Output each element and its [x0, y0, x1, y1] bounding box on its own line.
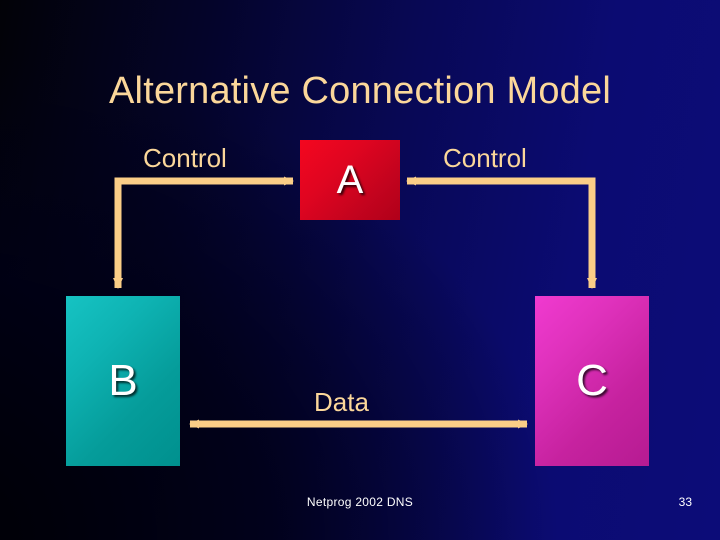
node-label-b: B: [108, 356, 138, 405]
page-title: Alternative Connection Model: [109, 70, 611, 112]
node-box-b[interactable]: B: [66, 296, 186, 472]
node-box-c[interactable]: C: [535, 296, 655, 472]
connector-label-data: Data: [314, 387, 369, 417]
connector-control-left: [113, 176, 294, 289]
node-label-a: A: [336, 157, 364, 202]
connector-label-control-left: Control: [143, 143, 227, 173]
node-box-a[interactable]: A: [300, 140, 406, 226]
slide-page-number: 33: [678, 495, 692, 509]
connector-label-control-right: Control: [443, 143, 527, 173]
node-label-c: C: [576, 356, 608, 405]
slide-footer: Netprog 2002 DNS: [306, 495, 414, 509]
connector-control-right: [406, 176, 597, 289]
